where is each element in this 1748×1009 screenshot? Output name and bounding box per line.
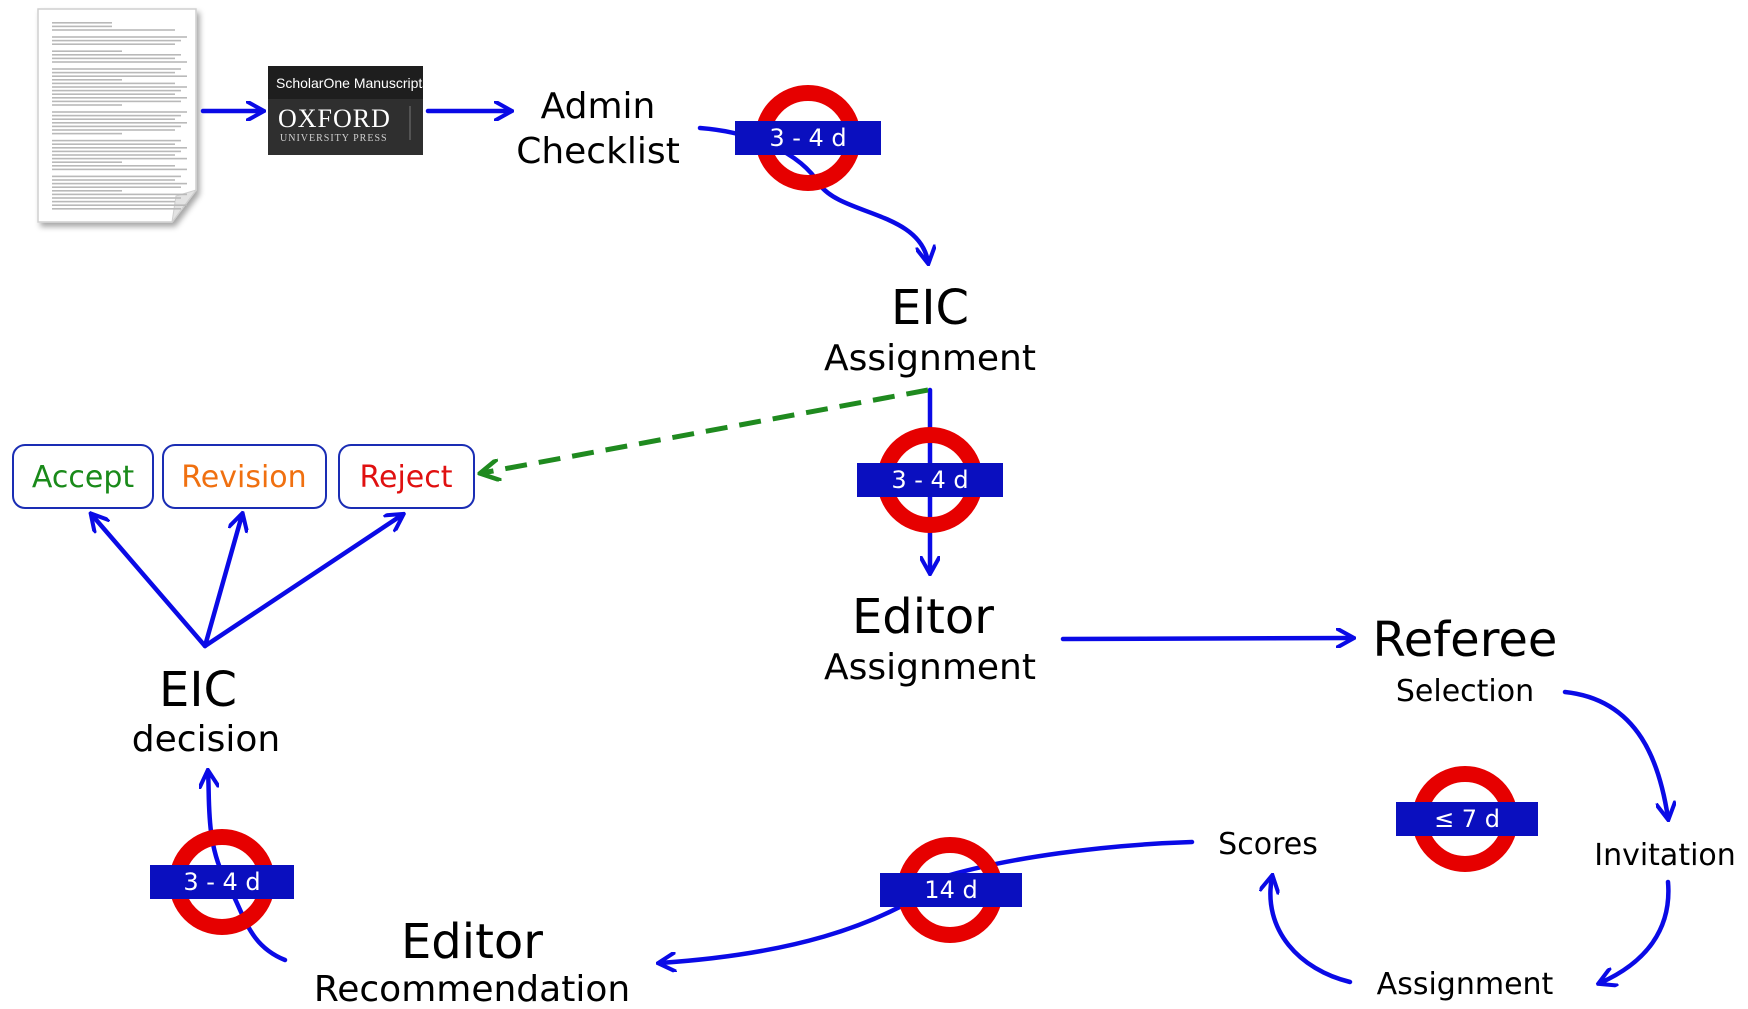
document-text-line bbox=[52, 150, 181, 153]
document-text-line bbox=[52, 165, 175, 167]
admin-checklist-line1: Admin bbox=[541, 86, 656, 127]
timing-label-recommendation: 3 - 4 d bbox=[183, 868, 260, 896]
eic-decision-line2: decision bbox=[132, 719, 280, 760]
document-text-line bbox=[52, 61, 187, 63]
arrow-decision-to-reject bbox=[202, 515, 402, 649]
document-text-line bbox=[52, 200, 175, 203]
document-text-line bbox=[52, 193, 187, 196]
referee-selection-line2: Selection bbox=[1396, 674, 1534, 709]
document-text-line bbox=[52, 168, 187, 171]
timing-label-referee: ≤ 7 d bbox=[1434, 805, 1500, 833]
outcome-reject-box: Reject bbox=[338, 444, 475, 509]
document-text-line bbox=[52, 43, 175, 45]
editor-assignment-line2: Assignment bbox=[824, 647, 1036, 688]
outcome-accept-box: Accept bbox=[12, 444, 154, 509]
timing-label-admin: 3 - 4 d bbox=[769, 124, 846, 152]
editor-recommendation-line2: Recommendation bbox=[314, 969, 630, 1009]
timing-roundel-admin: 3 - 4 d bbox=[735, 85, 881, 191]
eic-decision-line1: EIC bbox=[159, 662, 237, 718]
admin-checklist-line2: Checklist bbox=[516, 131, 680, 172]
document-text-line bbox=[52, 204, 187, 206]
document-text-line bbox=[52, 118, 175, 120]
document-text-line bbox=[52, 57, 175, 60]
document-text-line bbox=[52, 86, 187, 88]
document-text-line bbox=[52, 104, 122, 106]
timing-label-scores: 14 d bbox=[924, 876, 977, 904]
document-text-line bbox=[52, 100, 181, 103]
dashed-arrow-eic-to-reject bbox=[482, 387, 929, 473]
editor-assignment-line1: Editor bbox=[852, 589, 994, 645]
timing-roundel-recommendation: 3 - 4 d bbox=[150, 829, 294, 935]
document-text-line bbox=[52, 182, 187, 185]
outcome-accept-label: Accept bbox=[32, 460, 134, 495]
document-text-line bbox=[52, 175, 181, 178]
outcome-reject-label: Reject bbox=[359, 460, 452, 495]
document-text-line bbox=[52, 29, 175, 31]
document-text-line bbox=[52, 157, 187, 160]
eic-assignment-line1: EIC bbox=[891, 280, 969, 336]
arrow-assignment-to-scores bbox=[1270, 877, 1353, 985]
timing-roundel-referee: ≤ 7 d bbox=[1396, 766, 1538, 872]
document-text-line bbox=[52, 139, 181, 142]
oxford-brand-text: OXFORD bbox=[278, 104, 391, 133]
document-text-line bbox=[52, 68, 181, 70]
scholarone-oup-logo: ScholarOne Manuscripts™ OXFORD UNIVERSIT… bbox=[268, 66, 443, 155]
document-text-line bbox=[52, 208, 181, 210]
document-text-line bbox=[52, 75, 187, 77]
document-text-line bbox=[52, 154, 175, 156]
document-text-line bbox=[52, 25, 112, 28]
document-text-line bbox=[52, 190, 122, 192]
document-text-line bbox=[52, 54, 181, 56]
document-text-line bbox=[52, 125, 181, 128]
assignment-label: Assignment bbox=[1377, 967, 1554, 1002]
eic-assignment-line2: Assignment bbox=[824, 338, 1036, 379]
scholarone-brand-text: ScholarOne Manuscripts™ bbox=[276, 75, 443, 91]
document-text-line bbox=[52, 22, 112, 24]
document-text-line bbox=[52, 89, 181, 92]
document-text-line bbox=[52, 79, 122, 81]
scores-label: Scores bbox=[1218, 827, 1318, 862]
referee-selection-line1: Referee bbox=[1373, 612, 1558, 668]
document-text-line bbox=[52, 82, 175, 85]
timing-roundel-scores: 14 d bbox=[880, 837, 1022, 943]
timing-roundel-eic: 3 - 4 d bbox=[857, 427, 1003, 533]
document-text-line bbox=[52, 186, 181, 188]
document-text-line bbox=[52, 143, 175, 145]
document-text-line bbox=[52, 97, 187, 99]
outcome-revision-box: Revision bbox=[162, 444, 327, 509]
document-text-line bbox=[52, 129, 175, 131]
document-text-line bbox=[52, 122, 187, 124]
document-text-line bbox=[52, 111, 187, 113]
document-text-line bbox=[52, 50, 122, 52]
outcome-revision-label: Revision bbox=[181, 460, 306, 495]
oup-brand-subtext: UNIVERSITY PRESS bbox=[280, 133, 388, 144]
document-text-line bbox=[52, 114, 181, 117]
document-text-line bbox=[52, 179, 175, 181]
manuscript-document-icon bbox=[37, 8, 198, 223]
arrow-referee-to-invitation bbox=[1562, 689, 1668, 818]
document-text-line bbox=[52, 197, 181, 199]
invitation-label: Invitation bbox=[1594, 838, 1736, 873]
document-text-line bbox=[52, 71, 175, 74]
document-text-line bbox=[52, 36, 187, 38]
document-text-line bbox=[52, 132, 122, 135]
timing-label-eic: 3 - 4 d bbox=[891, 466, 968, 494]
arrow-editor-to-referee bbox=[1060, 638, 1352, 639]
arrow-decision-to-accept bbox=[92, 515, 208, 649]
arrow-invitation-to-assignment bbox=[1600, 879, 1671, 983]
document-text-line bbox=[52, 93, 175, 95]
document-text-line bbox=[52, 147, 187, 149]
arrow-decision-to-revision bbox=[202, 515, 242, 649]
document-text-line bbox=[52, 161, 122, 163]
document-text-line bbox=[52, 39, 181, 42]
editor-recommendation-line1: Editor bbox=[401, 914, 543, 970]
